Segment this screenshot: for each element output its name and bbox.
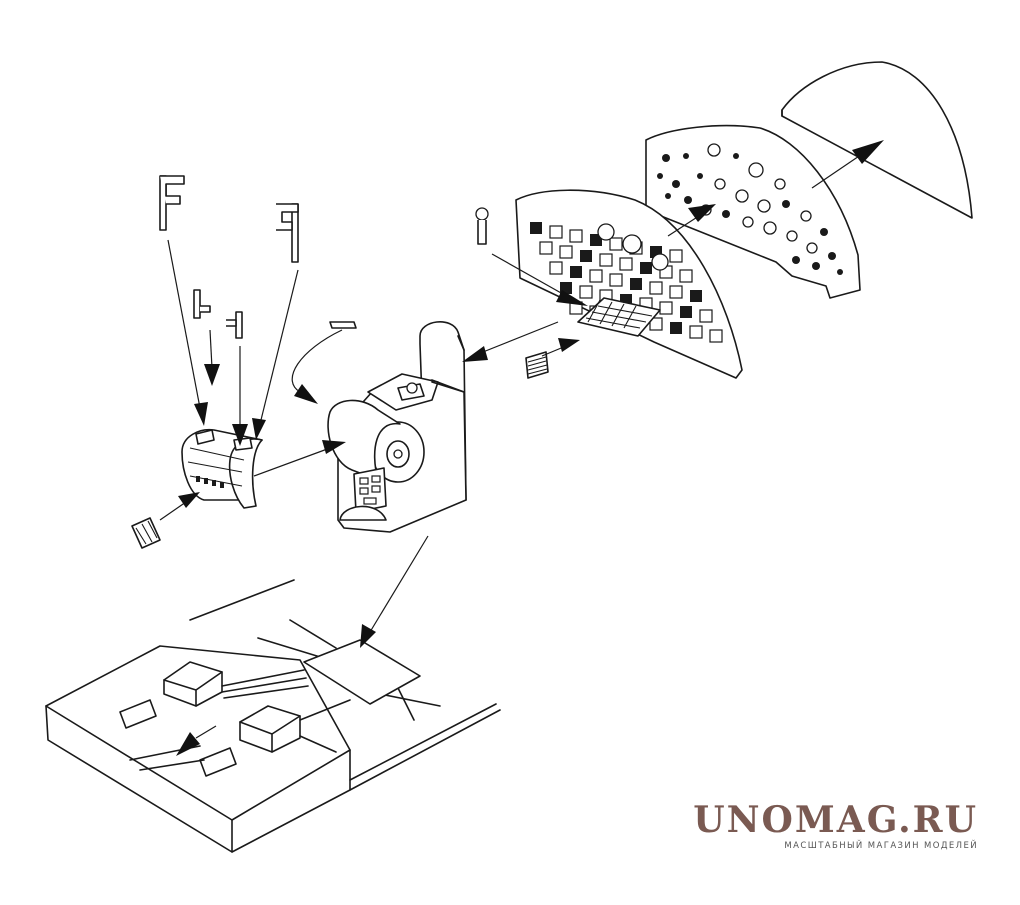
switch-plate [577, 297, 661, 337]
instrument-dial-icon [622, 234, 642, 254]
instrument-gauge-icon [589, 269, 603, 283]
instrument-gauge-icon [670, 322, 682, 334]
instrument-dial-icon [662, 154, 670, 162]
instrument-gauge-icon [619, 257, 633, 271]
panel-backing-shroud [781, 61, 973, 219]
instrument-gauge-icon [609, 237, 623, 251]
instrument-dial-icon [714, 178, 726, 190]
instrument-panel-lower [515, 189, 743, 379]
instrument-gauge-icon [599, 253, 613, 267]
instrument-gauge-icon [640, 262, 652, 274]
instrument-dial-icon [782, 200, 790, 208]
assembly-arrows [159, 140, 884, 756]
instrument-gauge-icon [569, 229, 583, 243]
watermark-subtitle: МАСШТАБНЫЙ МАГАЗИН МОДЕЛЕЙ [784, 841, 978, 851]
instrument-dial-icon [651, 253, 669, 271]
watermark-title: UNOMAG.RU [693, 799, 978, 841]
instrument-dial-icon [757, 199, 771, 213]
instrument-gauge-icon [580, 250, 592, 262]
instrument-gauge-icon [570, 266, 582, 278]
instrument-gauge-icon [690, 290, 702, 302]
instrument-dial-icon [683, 153, 689, 159]
instrument-gauge-icon [699, 309, 713, 323]
instrument-dial-icon [786, 230, 798, 242]
instrument-gauge-icon [649, 281, 663, 295]
instrument-dial-icon [837, 269, 843, 275]
control-column-drum [181, 428, 263, 509]
instrument-gauge-icon [669, 285, 683, 299]
pedal-small-part [329, 321, 357, 329]
instrument-dial-icon [722, 210, 730, 218]
instrument-dial-icon [812, 262, 820, 270]
instrument-dial-icon [806, 242, 818, 254]
instrument-dial-icon [672, 180, 680, 188]
instrument-dial-icon [657, 173, 663, 179]
instrument-gauge-icon [709, 329, 723, 343]
instrument-gauge-icon [630, 278, 642, 290]
instrument-dial-icon [763, 221, 777, 235]
instrument-dial-icon [684, 196, 692, 204]
instrument-gauge-icon [669, 249, 683, 263]
instrument-gauge-icon [609, 273, 623, 287]
rudder-pedal-bars [159, 175, 299, 339]
instrument-gauge-icon [559, 245, 573, 259]
instrument-dial-icon [800, 210, 812, 222]
instrument-dial-icon [748, 162, 764, 178]
instrument-gauge-icon [680, 306, 692, 318]
instrument-panel-upper [645, 124, 861, 299]
throttle-quadrant-box [327, 321, 467, 533]
instrument-dial-icon [665, 193, 671, 199]
instrument-gauge-icon [579, 285, 593, 299]
instrument-dial-icon [597, 223, 615, 241]
instrument-dial-icon [707, 143, 721, 157]
instrument-gauge-icon [659, 301, 673, 315]
instrument-dial-icon [820, 228, 828, 236]
instrument-gauge-icon [679, 269, 693, 283]
instrument-dial-icon [735, 189, 749, 203]
trim-wheel-lever [475, 207, 489, 245]
instrument-gauge-icon [549, 261, 563, 275]
instrument-dial-icon [697, 173, 703, 179]
instrument-dial-icon [742, 216, 754, 228]
instrument-dial-icon [792, 256, 800, 264]
side-console-grille [525, 351, 549, 379]
instrument-gauge-icon [649, 317, 663, 331]
instrument-dial-icon [774, 178, 786, 190]
instrument-gauge-icon [530, 222, 542, 234]
instrument-gauge-icon [539, 241, 553, 255]
cockpit-floor-tub [45, 579, 501, 853]
watermark: UNOMAG.RU МАСШТАБНЫЙ МАГАЗИН МОДЕЛЕЙ [688, 800, 978, 851]
instrument-dial-icon [828, 252, 836, 260]
instrument-dial-icon [733, 153, 739, 159]
rudder-pedal-brackets [131, 517, 161, 549]
instrument-gauge-icon [689, 325, 703, 339]
instrument-gauge-icon [549, 225, 563, 239]
